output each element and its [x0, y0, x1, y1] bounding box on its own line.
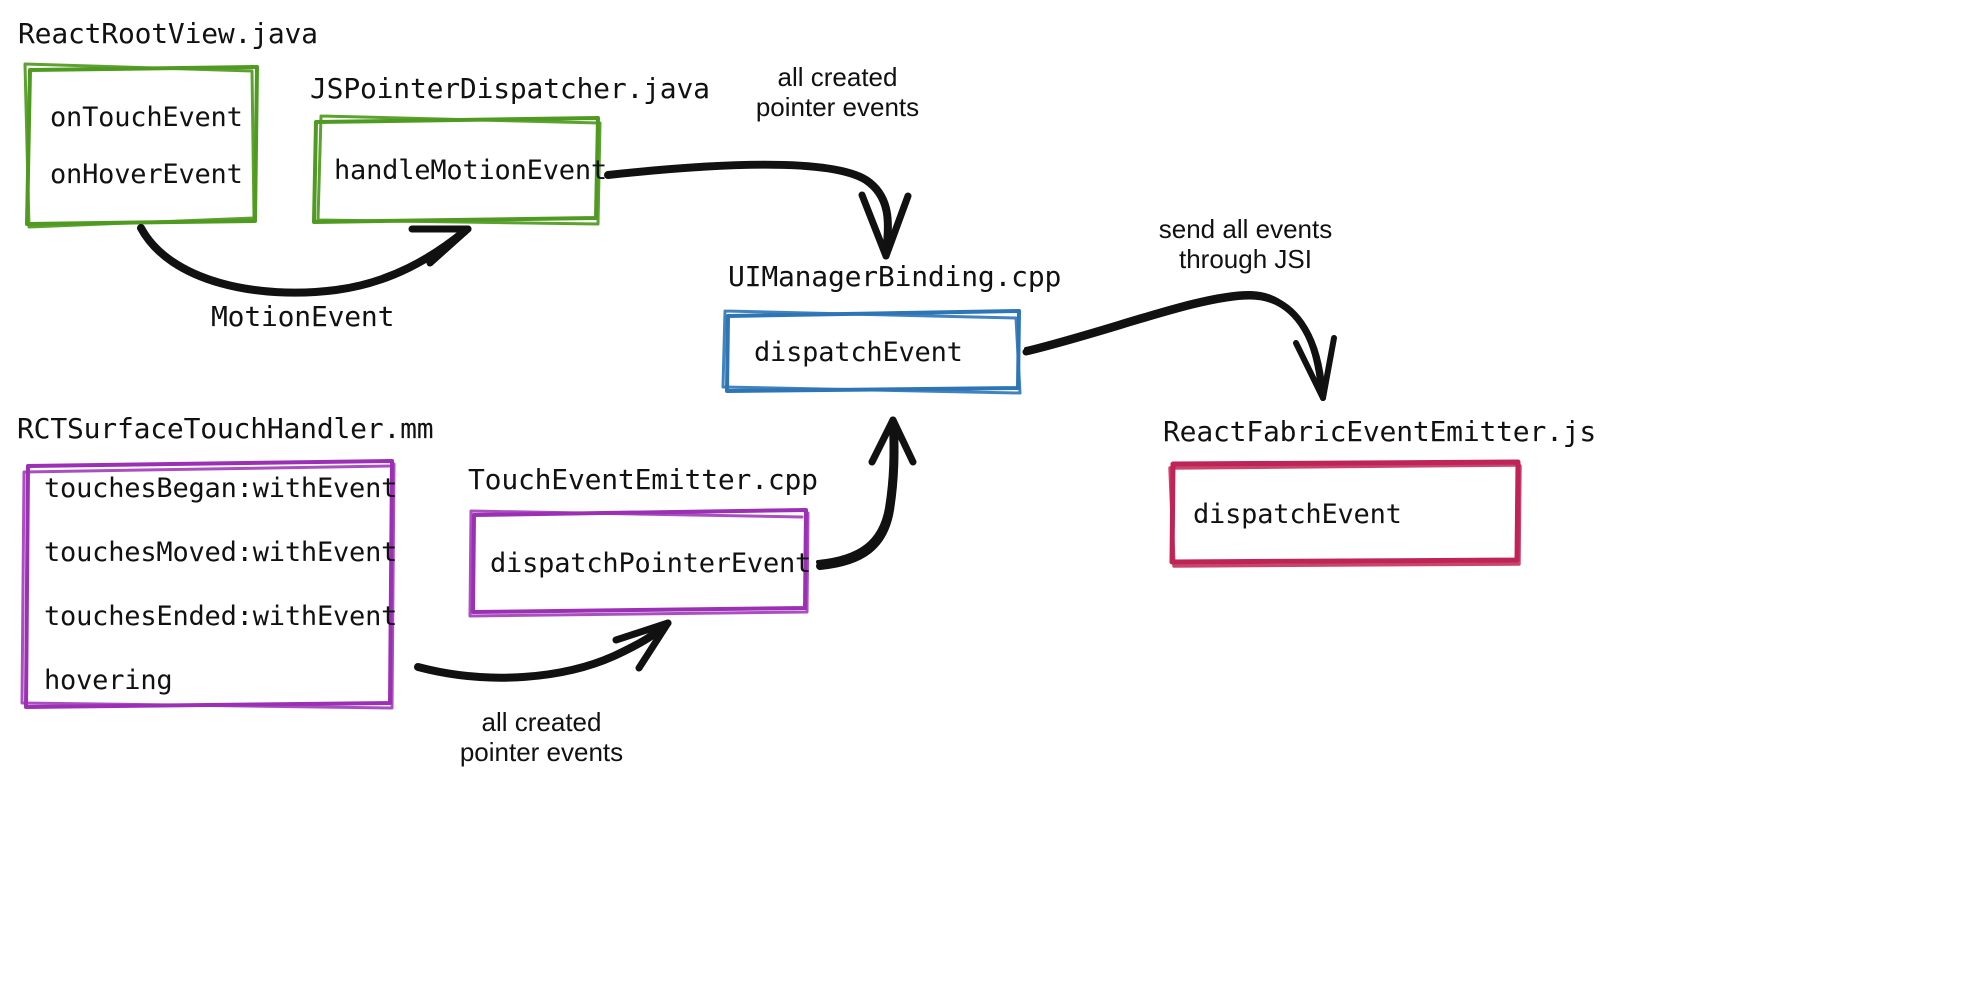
- node-row: dispatchEvent: [1193, 498, 1402, 530]
- file-label-rct-surface-touch-handler: RCTSurfaceTouchHandler.mm: [17, 412, 434, 445]
- node-row: hovering: [44, 665, 173, 696]
- edge-label-android-pointer-events: all created pointer events: [755, 62, 920, 123]
- edge-jsi-bridge-arrow: [1022, 290, 1337, 401]
- node-row: touchesMoved:withEvent: [44, 537, 398, 568]
- node-touch-event-emitter[interactable]: dispatchPointerEvent: [470, 510, 812, 616]
- node-react-root-view[interactable]: onTouchEvent onHoverEvent: [26, 64, 258, 227]
- node-row: dispatchPointerEvent: [490, 547, 812, 579]
- edge-label-motion-event: MotionEvent: [211, 300, 395, 333]
- file-label-ui-manager-binding: UIManagerBinding.cpp: [728, 260, 1062, 293]
- edge-android-pointer-events-arrow: [604, 160, 912, 260]
- node-react-fabric-event-emitter[interactable]: dispatchEvent: [1170, 462, 1520, 566]
- node-row: handleMotionEvent: [334, 154, 607, 186]
- node-ui-manager-binding[interactable]: dispatchEvent: [723, 311, 1021, 393]
- file-label-js-pointer-dispatcher: JSPointerDispatcher.java: [310, 72, 710, 105]
- node-rct-surface-touch-handler[interactable]: touchesBegan:withEvent touchesMoved:with…: [22, 461, 398, 708]
- node-js-pointer-dispatcher[interactable]: handleMotionEvent: [313, 116, 607, 224]
- edge-label-ios-pointer-events: all created pointer events: [459, 707, 624, 768]
- node-row: touchesBegan:withEvent: [44, 473, 398, 504]
- node-row: onTouchEvent: [50, 101, 243, 133]
- file-label-touch-event-emitter: TouchEventEmitter.cpp: [468, 463, 818, 496]
- file-label-react-root-view: ReactRootView.java: [18, 17, 318, 50]
- node-row: dispatchEvent: [754, 336, 963, 368]
- edge-motion-event-arrow: [137, 224, 472, 297]
- node-row: touchesEnded:withEvent: [44, 601, 398, 632]
- edge-label-jsi-bridge: send all events through JSI: [1158, 214, 1333, 275]
- file-label-react-fabric-event-emitter: ReactFabricEventEmitter.js: [1163, 415, 1597, 448]
- edge-ios-pointer-events-arrow: [414, 619, 672, 682]
- edge-emitter-to-binding-arrow: [816, 416, 917, 570]
- node-row: onHoverEvent: [50, 158, 243, 190]
